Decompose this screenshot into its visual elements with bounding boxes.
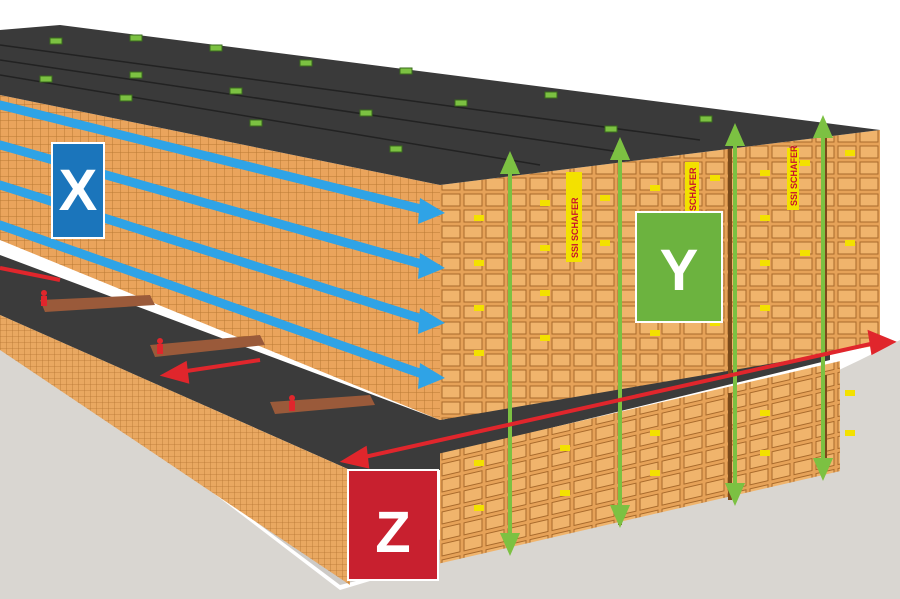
y-direction-arrows — [499, 115, 834, 556]
floor-slab — [0, 330, 900, 599]
conveyors — [40, 295, 375, 414]
workers — [41, 290, 295, 411]
y-axis-badge: Y — [635, 211, 723, 323]
z-axis-badge: Z — [347, 469, 439, 581]
x-axis-badge: X — [51, 142, 105, 239]
roof-rails — [0, 44, 701, 166]
brand-label: SSI SCHAFER — [570, 197, 580, 258]
lower-front-shelving — [440, 361, 840, 564]
z-direction-arrow — [0, 266, 897, 469]
y-axis-letter: Y — [660, 238, 699, 303]
lower-side-shelving — [0, 315, 350, 585]
x-axis-letter: X — [59, 158, 98, 223]
x-arrowheads — [418, 198, 445, 389]
z-axis-letter: Z — [375, 500, 410, 565]
roof-robots — [39, 34, 713, 153]
brand-label: SSI SCHAFER — [688, 167, 698, 228]
lower-slab — [0, 255, 830, 470]
brand-label: SSI SCHAFER — [789, 145, 799, 206]
yellow-bins — [474, 150, 855, 511]
